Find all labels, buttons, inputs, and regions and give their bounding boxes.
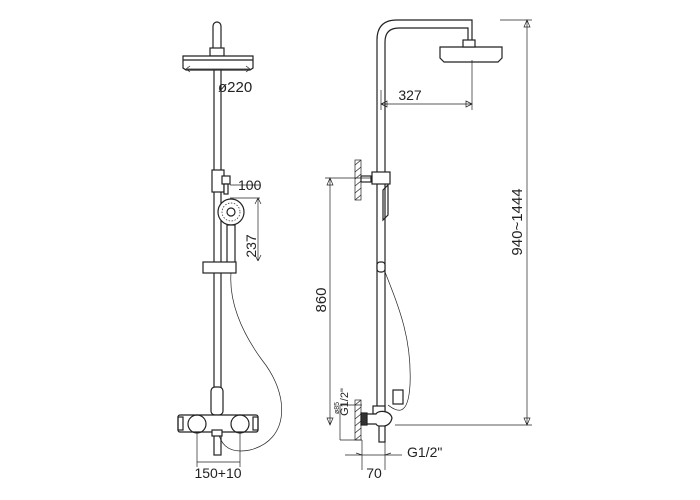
handshower-diameter-label: 100 [238,177,262,193]
side-pole [376,177,386,419]
outlet-thread-label: G1/2" [407,444,442,460]
mixer-stem [210,386,224,416]
wall-offset-label: 70 [366,465,382,481]
mixer-height-label: 860 [313,287,330,312]
side-view: 327 940~1444 860 G1/2" ø85 G1/2" 70 [313,19,532,481]
handshower-handle [226,224,236,264]
slider-bracket [202,261,237,274]
wall-inlet-diameter-label: ø85 [334,402,341,414]
wall-inlet-label: G1/2" [339,388,351,416]
inlet-spacing-label: 150+10 [194,465,241,481]
side-shower-head [439,46,503,63]
shower-head [182,55,254,71]
side-mixer [364,410,393,428]
front-view: ø220 100 237 150+10 [177,21,282,481]
head-diameter-label: ø220 [218,79,252,96]
head-connector [209,47,225,57]
total-height-label: 940~1444 [509,188,526,255]
wall-hatch [354,159,362,441]
hose [217,272,282,452]
handshower-height-label: 237 [243,234,259,258]
overhead-arm [376,19,473,175]
arm-reach-label: 327 [398,87,422,103]
